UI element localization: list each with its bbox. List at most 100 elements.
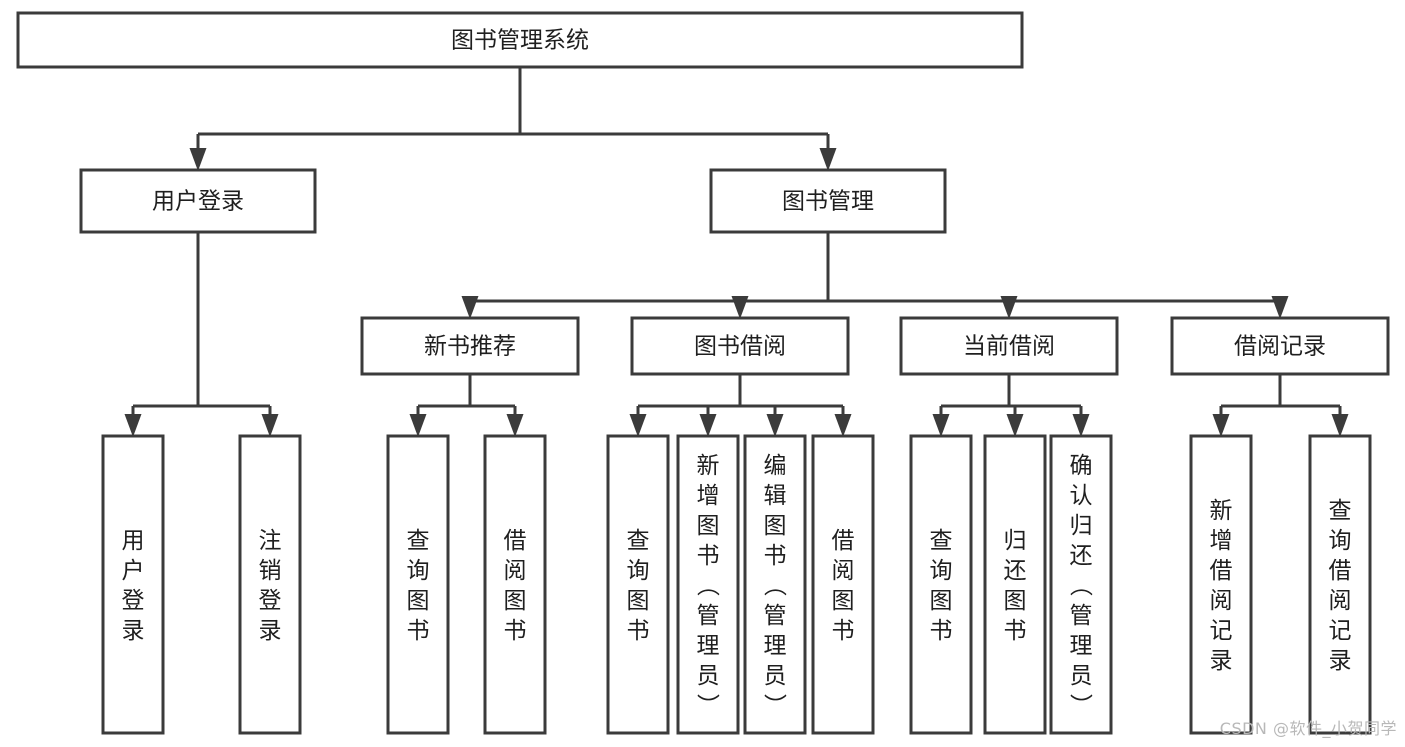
node-book-manage[interactable]: 图书管理 xyxy=(709,168,947,234)
node-label-char: 辑 xyxy=(764,483,787,509)
node-label-char: 书 xyxy=(930,618,953,644)
node-label-char: 户 xyxy=(122,558,145,584)
node-label-char: （ xyxy=(761,573,787,596)
node-box xyxy=(1049,434,1113,735)
node-label-char: 还 xyxy=(1004,558,1027,584)
node-label-char: 查 xyxy=(627,528,650,554)
node-label-char: 查 xyxy=(930,528,953,554)
node-box xyxy=(1189,434,1253,735)
node-label-char: 理 xyxy=(764,633,787,659)
node-label-char: 注 xyxy=(259,528,282,554)
node-label-char: 记 xyxy=(1210,618,1233,644)
node-label-char: 管 xyxy=(764,603,787,629)
node-label-char: ） xyxy=(761,693,787,716)
node-root[interactable]: 图书管理系统 xyxy=(16,11,1024,69)
arrowhead-icon xyxy=(506,414,524,437)
node-box xyxy=(483,434,547,735)
node-box xyxy=(238,434,302,735)
node-leaf-user-login[interactable]: 用户登录 xyxy=(101,434,165,735)
node-label-char: 录 xyxy=(259,618,282,644)
node-label-char: 借 xyxy=(1329,558,1352,584)
arrowhead-icon xyxy=(1000,296,1018,319)
node-box xyxy=(1170,316,1390,376)
node-label-char: 新 xyxy=(697,453,720,479)
node-label-char: 查 xyxy=(407,528,430,554)
node-label-char: 借 xyxy=(832,528,855,554)
node-label-char: （ xyxy=(694,573,720,596)
node-user-login[interactable]: 用户登录 xyxy=(79,168,317,234)
node-label-char: 员 xyxy=(697,663,720,689)
node-box xyxy=(360,316,580,376)
node-label-char: 询 xyxy=(930,558,953,584)
node-label-char: ） xyxy=(1067,693,1093,716)
arrowhead-icon xyxy=(1072,414,1090,437)
node-label-char: 查 xyxy=(1329,498,1352,524)
node-label-char: 询 xyxy=(627,558,650,584)
node-label-char: 还 xyxy=(1070,543,1093,569)
node-label: 新书推荐 xyxy=(424,334,516,360)
node-label-char: 归 xyxy=(1070,513,1093,539)
node-label-char: 登 xyxy=(259,588,282,614)
node-label-char: 增 xyxy=(1210,528,1233,554)
node-label-char: ） xyxy=(694,693,720,716)
arrowhead-icon xyxy=(461,296,479,319)
node-label: 图书管理 xyxy=(782,189,874,215)
node-box xyxy=(606,434,670,735)
node-label-char: 理 xyxy=(1070,633,1093,659)
node-label-char: 书 xyxy=(627,618,650,644)
node-label-char: 借 xyxy=(504,528,527,554)
node-label-char: 录 xyxy=(1329,648,1352,674)
node-label-char: 确 xyxy=(1070,453,1093,479)
node-label-char: 管 xyxy=(1070,603,1093,629)
node-box xyxy=(386,434,450,735)
node-label-char: 图 xyxy=(832,588,855,614)
node-box xyxy=(16,11,1024,69)
arrowhead-icon xyxy=(766,414,784,437)
node-label-char: 记 xyxy=(1329,618,1352,644)
node-label-char: 用 xyxy=(122,528,145,554)
node-box xyxy=(630,316,850,376)
arrowhead-icon xyxy=(731,296,749,319)
arrowhead-icon xyxy=(819,148,837,171)
node-box xyxy=(743,434,807,735)
node-label-char: 图 xyxy=(697,513,720,539)
node-label-char: 询 xyxy=(407,558,430,584)
node-label-char: 新 xyxy=(1210,498,1233,524)
node-current-borrow[interactable]: 当前借阅 xyxy=(899,316,1119,376)
arrowhead-icon xyxy=(124,414,142,437)
node-book-borrow[interactable]: 图书借阅 xyxy=(630,316,850,376)
node-label-char: 增 xyxy=(697,483,720,509)
node-label: 图书管理系统 xyxy=(451,28,589,54)
node-label-char: 认 xyxy=(1070,483,1093,509)
node-label-char: 图 xyxy=(407,588,430,614)
node-label-char: 阅 xyxy=(1210,588,1233,614)
arrowhead-icon xyxy=(629,414,647,437)
node-label-char: 登 xyxy=(122,588,145,614)
node-new-book-rec[interactable]: 新书推荐 xyxy=(360,316,580,376)
arrowhead-icon xyxy=(189,148,207,171)
node-borrow-record[interactable]: 借阅记录 xyxy=(1170,316,1390,376)
node-label: 借阅记录 xyxy=(1234,334,1326,360)
arrowhead-icon xyxy=(261,414,279,437)
node-label-char: 阅 xyxy=(504,558,527,584)
node-label-char: 员 xyxy=(764,663,787,689)
node-label-char: 书 xyxy=(697,543,720,569)
arrowhead-icon xyxy=(1331,414,1349,437)
arrowhead-icon xyxy=(932,414,950,437)
node-box xyxy=(899,316,1119,376)
node-label-char: 书 xyxy=(832,618,855,644)
